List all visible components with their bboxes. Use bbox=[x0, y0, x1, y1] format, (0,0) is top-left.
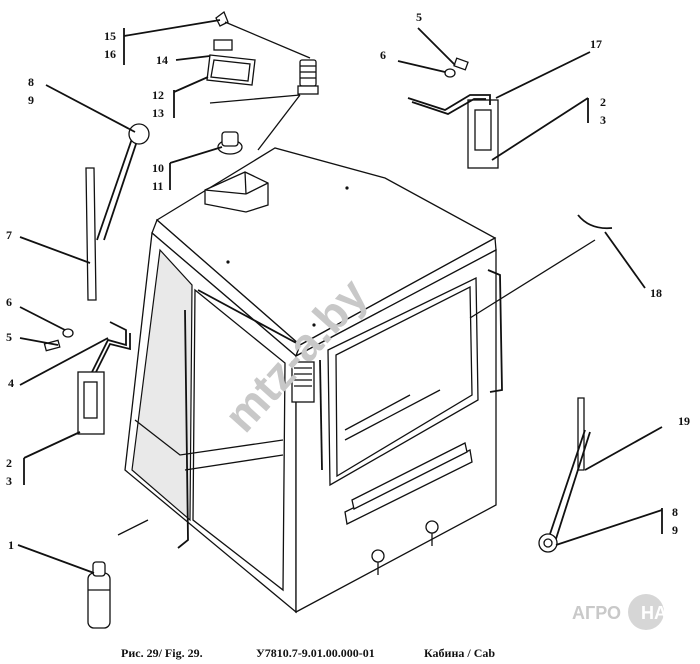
agro-logo: АГРО НА bbox=[572, 594, 667, 630]
callout-2-left: 2 bbox=[6, 456, 12, 470]
callout-8-bottom: 8 bbox=[672, 505, 678, 519]
logo-text-right: НА bbox=[641, 603, 667, 623]
callout-18: 18 bbox=[650, 286, 662, 300]
part-18-clamp bbox=[577, 214, 613, 230]
part-12-lamp bbox=[206, 10, 256, 86]
callout-3-left: 3 bbox=[6, 474, 12, 488]
caption-code: У7810.7-9.01.00.000-01 bbox=[256, 646, 375, 660]
logo-badge-icon bbox=[628, 594, 664, 630]
caption-title: Кабина / Cab bbox=[424, 646, 496, 660]
callout-11: 11 bbox=[152, 179, 163, 193]
mirror-left bbox=[43, 321, 131, 435]
callout-1: 1 bbox=[8, 538, 14, 552]
callout-10: 10 bbox=[152, 161, 164, 175]
callout-14: 14 bbox=[156, 53, 168, 67]
callout-17: 17 bbox=[590, 37, 602, 51]
callout-15: 15 bbox=[104, 29, 116, 43]
callout-9-top: 9 bbox=[28, 93, 34, 107]
callout-2-right: 2 bbox=[600, 95, 606, 109]
callout-9-bottom: 9 bbox=[672, 523, 678, 537]
part-7-wiper-blade bbox=[85, 123, 150, 301]
callout-19: 19 bbox=[678, 414, 690, 428]
callout-16: 16 bbox=[104, 47, 116, 61]
callout-6-top: 6 bbox=[380, 48, 386, 62]
callout-numbers: 1 2 3 4 5 6 7 8 9 10 11 12 13 14 15 16 5… bbox=[6, 10, 690, 552]
callout-12: 12 bbox=[152, 88, 164, 102]
part-19-wiper-arm bbox=[538, 397, 591, 553]
callout-6-left: 6 bbox=[6, 295, 12, 309]
callout-4: 4 bbox=[8, 376, 14, 390]
callout-8-top: 8 bbox=[28, 75, 34, 89]
callout-13: 13 bbox=[152, 106, 164, 120]
leader-lines bbox=[17, 19, 663, 574]
callout-5-top: 5 bbox=[416, 10, 422, 24]
caption-figure: Рис. 29/ Fig. 29. bbox=[121, 646, 203, 660]
callout-3-right: 3 bbox=[600, 113, 606, 127]
callout-7: 7 bbox=[6, 228, 12, 242]
part-1-extinguisher bbox=[87, 561, 111, 629]
logo-text-left: АГРО bbox=[572, 603, 621, 623]
cab-body bbox=[124, 147, 503, 614]
part-10-bolt bbox=[217, 59, 319, 155]
callout-5-left: 5 bbox=[6, 330, 12, 344]
mirror-right bbox=[407, 57, 499, 169]
